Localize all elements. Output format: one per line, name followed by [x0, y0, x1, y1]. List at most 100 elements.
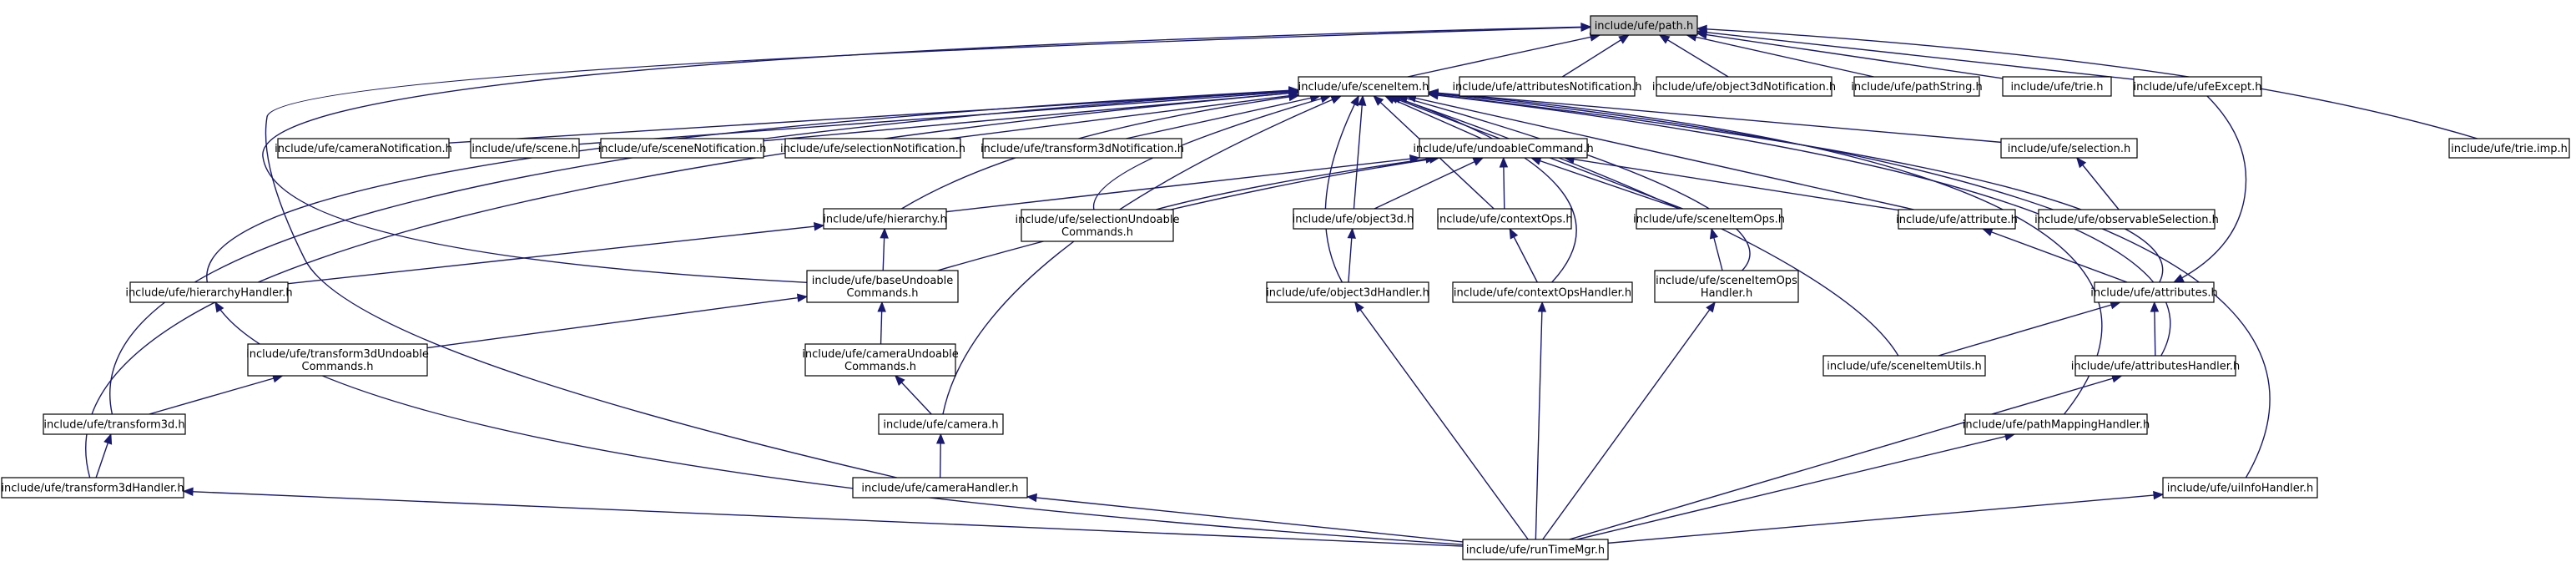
node-hierarchy[interactable]: include/ufe/hierarchy.h	[823, 208, 947, 230]
node-attributes[interactable]: include/ufe/attributes.h	[2090, 281, 2218, 303]
node-sceneItemOps[interactable]: include/ufe/sceneItemOps.h	[1633, 208, 1785, 230]
node-label: include/ufe/attribute.h	[1896, 214, 2018, 226]
edge-t3dHandler-to-sceneItem	[85, 91, 1299, 478]
arrowhead-uiInfoHandler-to-sceneItem	[1427, 89, 1439, 99]
node-label: Handler.h	[1701, 287, 1752, 300]
arrowhead-obsSel-to-selection	[2076, 156, 2087, 169]
node-box	[1298, 76, 1429, 97]
node-label: Commands.h	[844, 361, 916, 373]
node-box	[1266, 281, 1429, 303]
node-label: include/ufe/contextOps.h	[1436, 214, 1572, 226]
node-runTimeMgr[interactable]: include/ufe/runTimeMgr.h	[1462, 539, 1609, 560]
edge-selection-to-sceneItem	[1428, 91, 2002, 144]
node-pathMapHandler[interactable]: include/ufe/pathMappingHandler.h	[1963, 413, 2150, 435]
node-label: include/ufe/path.h	[1595, 20, 1694, 33]
node-contextOps[interactable]: include/ufe/contextOps.h	[1436, 208, 1573, 230]
node-scene[interactable]: include/ufe/scene.h	[470, 138, 580, 159]
node-box	[1898, 209, 2016, 230]
node-box	[784, 138, 961, 159]
node-label: include/ufe/baseUndoable	[812, 275, 953, 287]
edge-undoCmd-to-sceneItem	[1384, 95, 1482, 139]
node-label: include/ufe/transform3dNotification.h	[980, 143, 1184, 155]
edge-obsSel-to-selection	[2076, 157, 2120, 210]
node-label: include/ufe/attributes.h	[2090, 287, 2218, 300]
edge-sceneItemOps-to-undoCmd	[1530, 157, 1681, 210]
node-ufeExcept[interactable]: include/ufe/ufeExcept.h	[2133, 76, 2262, 97]
node-hierHandler[interactable]: include/ufe/hierarchyHandler.h	[125, 281, 293, 303]
node-label: include/ufe/runTimeMgr.h	[1466, 544, 1605, 557]
node-box	[1021, 209, 1174, 242]
node-box	[2162, 477, 2318, 499]
arrowhead-runTimeMgr-to-obj3dHandler	[1354, 301, 1364, 313]
edge-trieImp-to-path	[1696, 28, 2478, 139]
edge-attributes-to-sceneItem	[1428, 93, 2164, 283]
node-label: include/ufe/attributesNotification.h	[1452, 81, 1641, 94]
node-label: include/ufe/sceneNotification.h	[598, 143, 767, 155]
node-attrHandler[interactable]: include/ufe/attributesHandler.h	[2071, 355, 2241, 377]
node-box	[1459, 76, 1636, 97]
node-obsSel[interactable]: include/ufe/observableSelection.h	[2034, 209, 2219, 230]
node-ctxOpsHandler[interactable]: include/ufe/contextOpsHandler.h	[1452, 281, 1633, 303]
edge-t3dUndo-to-baseUndo	[426, 296, 808, 349]
node-box	[2000, 138, 2138, 159]
node-sceneItem[interactable]: include/ufe/sceneItem.h	[1298, 76, 1429, 97]
node-t3dNotif[interactable]: include/ufe/transform3dNotification.h	[980, 138, 1184, 159]
node-obj3dNotif[interactable]: include/ufe/object3dNotification.h	[1652, 76, 1836, 97]
edge-hierHandler-to-sceneItem	[206, 89, 1299, 283]
node-label: include/ufe/transform3d.h	[43, 419, 184, 432]
edge-transform3d-to-sceneItem	[109, 89, 1299, 415]
node-undoCmd[interactable]: include/ufe/undoableCommand.h	[1413, 138, 1594, 159]
arrowhead-attrHandler-to-attributes	[2150, 301, 2160, 312]
arrowhead-runTimeMgr-to-hierHandler	[214, 301, 224, 313]
edge-runTimeMgr-to-sioHandler	[1542, 301, 1716, 540]
arrowhead-attributes-to-attribute	[1981, 228, 1994, 236]
node-label: Commands.h	[302, 361, 374, 373]
node-attribute[interactable]: include/ufe/attribute.h	[1896, 209, 2018, 230]
edge-trie-to-path	[1696, 33, 2004, 79]
edge-sceneItemUtils-to-attributes	[1938, 301, 2120, 357]
node-label: include/ufe/scene.h	[471, 143, 577, 155]
node-label: include/ufe/sceneItemOps	[1656, 275, 1797, 287]
node-label: include/ufe/pathString.h	[1851, 81, 1982, 94]
node-sceneNotif[interactable]: include/ufe/sceneNotification.h	[598, 138, 767, 159]
node-camera[interactable]: include/ufe/camera.h	[878, 413, 1004, 435]
edge-selNotif-to-sceneItem	[949, 94, 1299, 139]
arrowhead-camera-to-sceneItem	[1330, 95, 1343, 104]
node-box	[804, 343, 956, 377]
graph-nodes: include/ufe/path.h include/ufe/sceneItem.…	[1, 15, 2570, 560]
node-camNotif[interactable]: include/ufe/cameraNotification.h	[275, 138, 452, 159]
edge-baseUndo-to-path	[262, 26, 1591, 283]
node-pathString[interactable]: include/ufe/pathString.h	[1851, 76, 1983, 97]
arrowhead-sioHandler-to-sceneItemOps	[1709, 227, 1719, 240]
edge-hierHandler-to-hierarchy	[287, 225, 824, 285]
arrowhead-runTimeMgr-to-camHandler	[1026, 493, 1037, 503]
arrowhead-obj3dHandler-to-sceneItem	[1350, 94, 1359, 107]
edge-t3dNotif-to-sceneItem	[1126, 95, 1320, 139]
graph-edges	[85, 23, 2478, 547]
node-attrNotif[interactable]: include/ufe/attributesNotification.h	[1452, 76, 1642, 97]
node-obj3dHandler[interactable]: include/ufe/object3dHandler.h	[1266, 281, 1429, 303]
node-box	[1590, 15, 1698, 36]
node-t3dUndo[interactable]: include/ufe/transform3dUndoableCommands.…	[246, 343, 429, 377]
node-selection[interactable]: include/ufe/selection.h	[2000, 138, 2138, 159]
node-path[interactable]: include/ufe/path.h	[1590, 15, 1698, 36]
node-selNotif[interactable]: include/ufe/selectionNotification.h	[780, 138, 965, 159]
edge-attrHandler-to-sceneItem	[1428, 94, 2171, 357]
node-label: include/ufe/object3dNotification.h	[1652, 81, 1836, 94]
node-uiInfoHandler[interactable]: include/ufe/uiInfoHandler.h	[2162, 477, 2318, 499]
edge-camera-to-sceneItem	[942, 95, 1342, 415]
node-object3d[interactable]: include/ufe/object3d.h	[1293, 208, 1414, 230]
node-camHandler[interactable]: include/ufe/cameraHandler.h	[852, 477, 1028, 499]
node-label: include/ufe/trie.h	[2010, 81, 2103, 94]
node-trieImp[interactable]: include/ufe/trie.imp.h	[2448, 138, 2570, 159]
node-t3dHandler[interactable]: include/ufe/transform3dHandler.h	[1, 477, 184, 499]
node-trie[interactable]: include/ufe/trie.h	[2002, 76, 2112, 97]
node-box	[823, 208, 947, 230]
node-sceneItemUtils[interactable]: include/ufe/sceneItemUtils.h	[1822, 355, 1986, 377]
node-transform3d[interactable]: include/ufe/transform3d.h	[43, 413, 186, 435]
node-box	[1293, 208, 1414, 230]
